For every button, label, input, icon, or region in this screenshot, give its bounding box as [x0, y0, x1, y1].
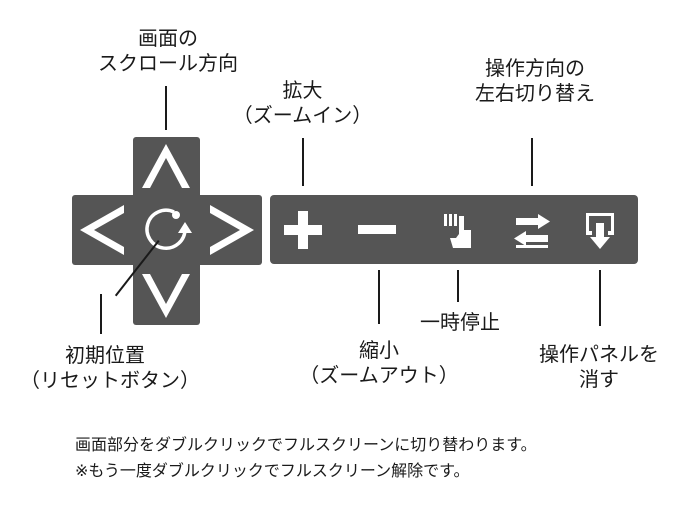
zoom-in-button[interactable]	[273, 195, 333, 264]
scroll-pointer-line	[165, 86, 167, 130]
hide-panel-label: 操作パネルを 消す	[520, 342, 678, 392]
fullscreen-exit-note: ※もう一度ダブルクリックでフルスクリーン解除です。	[75, 461, 470, 480]
hide-panel-icon	[586, 212, 614, 249]
zoom-in-label-line2: （ズームイン）	[232, 103, 373, 127]
pause-pointer-line	[457, 270, 459, 302]
reset-label-line2: （リセットボタン）	[20, 368, 200, 392]
zoom-out-label-line2: （ズームアウト）	[299, 363, 459, 387]
zoom-out-label: 縮小 （ズームアウト）	[290, 338, 468, 388]
pause-button[interactable]	[428, 195, 488, 264]
hide-panel-button[interactable]	[570, 195, 630, 264]
arrow-down-icon[interactable]	[133, 264, 200, 322]
reset-pointer-stem	[100, 294, 102, 334]
plus-icon	[284, 210, 322, 249]
pause-label: 一時停止	[420, 310, 500, 334]
fullscreen-note: 画面部分をダブルクリックでフルスクリーンに切り替わります。	[75, 435, 537, 454]
zoom-in-label: 拡大 （ズームイン）	[230, 78, 375, 128]
dpad-horizontal-bar	[72, 195, 262, 265]
pause-hand-icon	[444, 213, 471, 248]
switch-direction-label: 操作方向の 左右切り替え	[455, 56, 615, 106]
arrow-left-icon[interactable]	[72, 195, 132, 265]
scroll-label-line2: スクロール方向	[98, 51, 238, 75]
zoom-out-label-line1: 縮小	[359, 338, 399, 362]
arrow-right-icon[interactable]	[202, 195, 262, 265]
switch-label-line2: 左右切り替え	[475, 81, 595, 105]
arrow-up-icon[interactable]	[133, 140, 200, 198]
scroll-direction-label: 画面の スクロール方向	[88, 26, 248, 76]
hide-panel-label-line1: 操作パネルを	[539, 342, 659, 366]
control-toolbar	[270, 195, 638, 264]
hide-panel-label-line2: 消す	[579, 367, 619, 391]
switch-pointer-line	[531, 138, 533, 186]
zoom-out-pointer-line	[378, 270, 380, 324]
scroll-label-line1: 画面の	[138, 26, 198, 50]
reset-icon[interactable]	[140, 203, 194, 257]
zoom-in-pointer-line	[302, 138, 304, 186]
swap-direction-icon	[514, 213, 550, 248]
zoom-out-button[interactable]	[347, 195, 407, 264]
zoom-in-label-line1: 拡大	[282, 78, 323, 102]
reset-label-line1: 初期位置	[65, 343, 145, 367]
minus-icon	[358, 224, 396, 234]
switch-direction-button[interactable]	[502, 195, 562, 264]
switch-label-line1: 操作方向の	[485, 56, 585, 80]
reset-label: 初期位置 （リセットボタン）	[20, 343, 200, 393]
hide-panel-pointer-line	[599, 270, 601, 326]
